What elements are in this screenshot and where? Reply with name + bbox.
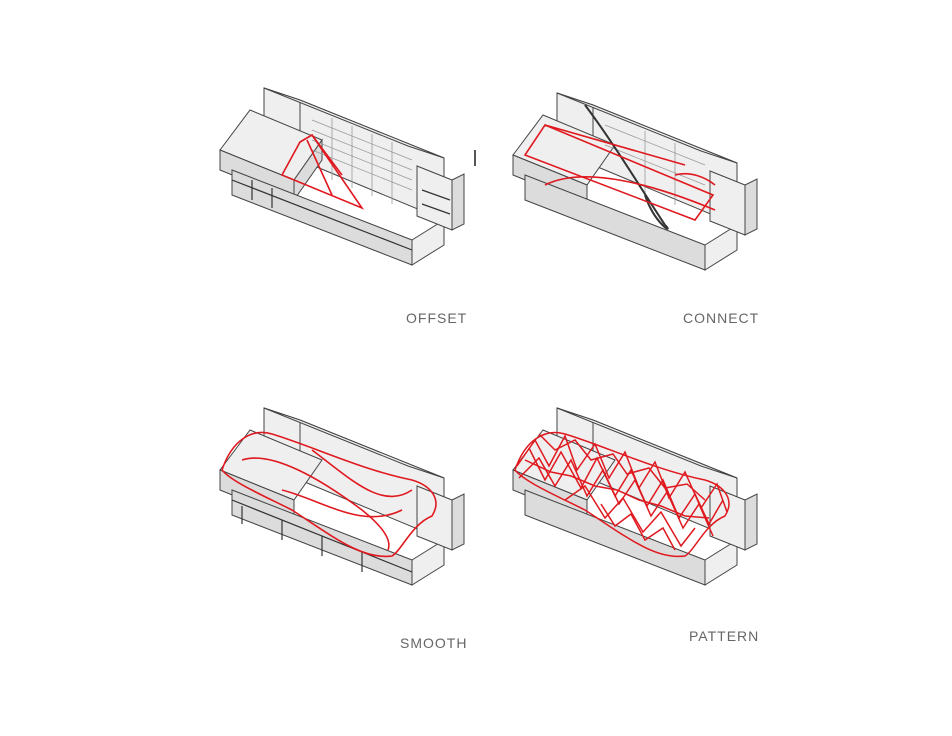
building-axon-connect bbox=[505, 85, 775, 285]
building-massing bbox=[513, 93, 757, 270]
caption-pattern: PATTERN bbox=[689, 628, 759, 644]
building-axon-offset bbox=[212, 80, 482, 280]
divider-mark bbox=[474, 150, 476, 166]
caption-smooth: SMOOTH bbox=[400, 635, 467, 651]
caption-offset: OFFSET bbox=[406, 310, 467, 326]
building-axon-pattern bbox=[505, 400, 775, 600]
building-massing bbox=[220, 88, 464, 265]
building-massing bbox=[513, 408, 757, 585]
diagram-offset bbox=[212, 80, 482, 280]
caption-connect: CONNECT bbox=[683, 310, 759, 326]
diagram-smooth bbox=[212, 400, 482, 600]
diagram-pattern bbox=[505, 400, 775, 600]
diagram-connect bbox=[505, 85, 775, 285]
building-axon-smooth bbox=[212, 400, 482, 600]
